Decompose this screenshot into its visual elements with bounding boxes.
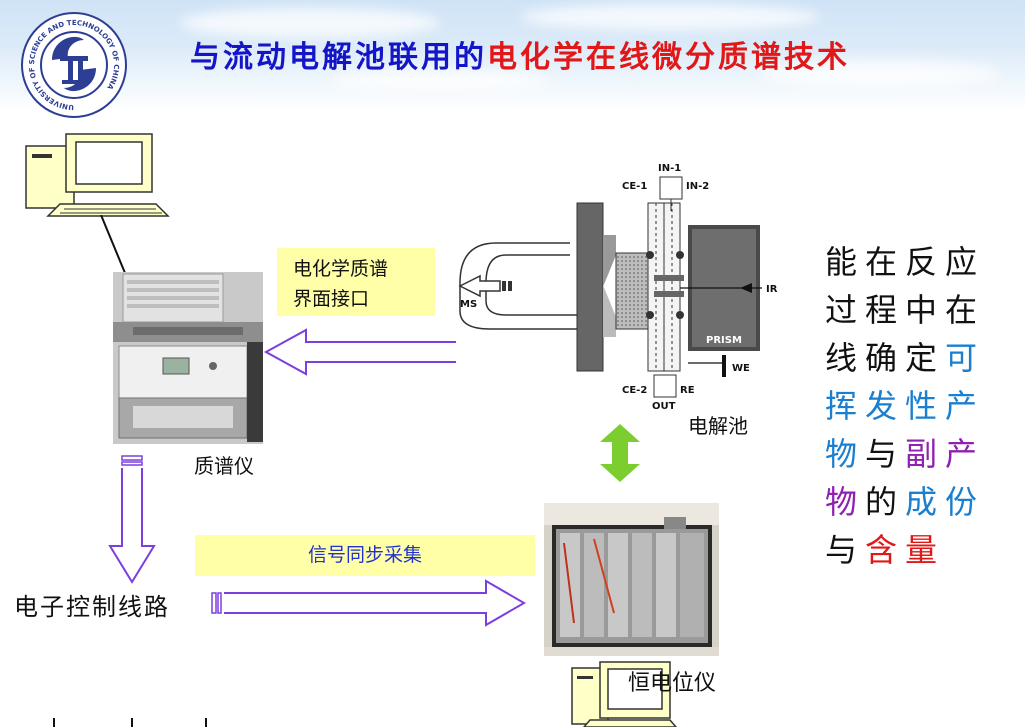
side-text-run: 的 (865, 483, 906, 521)
mass-spec-label: 质谱仪 (194, 454, 254, 478)
side-text-run: 成份 (905, 483, 986, 521)
signal-sync-note: 信号同步采集 (195, 535, 535, 576)
side-text-run: 线确定 (825, 339, 946, 377)
computer-cable (100, 215, 126, 274)
interface-note-line2: 界面接口 (293, 288, 370, 310)
schematic-re-label: RE (680, 385, 695, 396)
university-logo: UNIVERSITY OF SCIENCE AND TECHNOLOGY OF … (21, 12, 127, 118)
side-text-run: 挥发性产 (825, 387, 986, 425)
electrolytic-cell-schematic: MS IN-1 IN-2 CE-1 CE-2 RE OUT PRISM IR W… (458, 163, 778, 412)
side-text-run: 与 (825, 531, 866, 569)
side-text-run: 能在反应 (825, 243, 986, 281)
cell-label: 电解池 (688, 414, 748, 438)
schematic-in1-label: IN-1 (658, 163, 681, 174)
schematic-we-label: WE (732, 363, 750, 374)
schematic-ms-label: MS (460, 299, 477, 310)
computer-icon (25, 133, 170, 217)
side-text-line: 物的成份 (825, 478, 985, 526)
potentiostat-label: 恒电位仪 (628, 671, 717, 696)
interface-note: 电化学质谱 界面接口 (277, 248, 435, 316)
side-text-run: 副产 (905, 435, 986, 473)
side-text-run: 过程中在 (825, 291, 986, 329)
title-part-red: 电化学在线微分质谱技术 (487, 40, 850, 75)
schematic-prism-label: PRISM (706, 335, 742, 346)
mass-spectrometer-photo (113, 272, 263, 444)
title-part-blue: 与流动电解池联用的 (190, 40, 487, 75)
side-description: 能在反应过程中在线确定可挥发性产物与副产物的成份与含量 (825, 238, 985, 574)
right-arrow-to-potentiostat (211, 579, 526, 627)
potentiostat-photo (544, 503, 719, 656)
left-arrow-to-mass-spec (263, 328, 456, 376)
side-text-line: 过程中在 (825, 286, 985, 334)
schematic-ce2-label: CE-2 (622, 385, 647, 396)
schematic-ce1-label: CE-1 (622, 181, 647, 192)
side-text-run: 可 (945, 339, 986, 377)
schematic-in2-label: IN-2 (686, 181, 709, 192)
side-text-line: 与含量 (825, 526, 985, 574)
schematic-out-label: OUT (652, 401, 676, 412)
schematic-ir-label: IR (766, 284, 778, 295)
side-text-run: 与 (865, 435, 906, 473)
side-text-run: 含量 (865, 531, 946, 569)
side-text-line: 物与副产 (825, 430, 985, 478)
side-text-line: 挥发性产 (825, 382, 985, 430)
bottom-cutoff-glyphs (53, 718, 207, 727)
interface-note-line1: 电化学质谱 (293, 258, 389, 280)
side-text-line: 线确定可 (825, 334, 985, 382)
side-text-run: 物 (825, 483, 866, 521)
page-title: 与流动电解池联用的电化学在线微分质谱技术 (190, 32, 850, 76)
computer-icon-bottom (571, 661, 677, 727)
side-text-line: 能在反应 (825, 238, 985, 286)
electronics-label: 电子控制线路 (14, 593, 170, 621)
side-text-run: 物 (825, 435, 866, 473)
header-sky-background (0, 0, 1025, 110)
down-arrow-to-electronics (108, 455, 156, 584)
green-double-arrow (600, 424, 640, 482)
